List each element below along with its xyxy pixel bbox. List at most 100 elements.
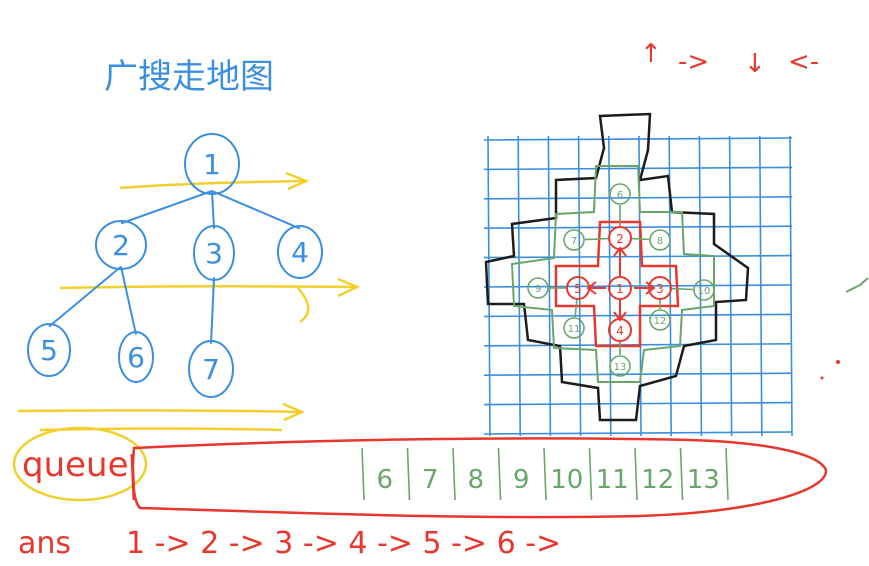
tree-node-label: 1	[203, 148, 221, 181]
tree-edge-1-4	[211, 190, 301, 230]
grid-line-horizontal	[483, 137, 793, 141]
ans-label: ans	[18, 526, 71, 561]
tree-node-label: 6	[127, 341, 145, 374]
tree-node: 6	[118, 331, 154, 383]
tree-edge-2-6	[120, 266, 137, 335]
direction-hint: ↑ -> ↓ <-	[640, 39, 819, 79]
queue-item-separator	[497, 447, 502, 501]
grid-cell-first-layer: 2	[608, 226, 632, 250]
grid-cell-circle	[693, 279, 715, 301]
tree-node-label: 4	[291, 236, 309, 269]
grid-cell-label: 3	[656, 282, 664, 296]
tree-edges	[48, 190, 301, 344]
queue-outline	[131, 437, 828, 519]
queue-item: 11	[596, 465, 629, 495]
grid-line-horizontal	[483, 254, 793, 259]
queue-item: 12	[641, 465, 674, 495]
tree-node: 3	[193, 225, 235, 281]
tree-node-label: 7	[202, 353, 220, 386]
grid-cell-label: 8	[657, 236, 663, 247]
grid-cell-circle	[563, 229, 585, 251]
tree-node: 1	[184, 133, 240, 195]
grid-cell-circle	[609, 183, 631, 205]
grid-cell-second-layer: 8	[649, 229, 671, 251]
tree-edge-1-3	[211, 190, 215, 229]
level-arrow-3-head	[282, 402, 306, 422]
tree-node: 5	[27, 323, 71, 377]
stray-mark-green	[845, 277, 869, 293]
queue-label-circle	[12, 426, 148, 502]
stray-marks	[820, 277, 869, 380]
grid-cell-label: 2	[616, 232, 624, 246]
arrow-left	[586, 281, 606, 295]
grid-cell-label: 6	[617, 190, 623, 201]
tree-level-arrows	[17, 171, 361, 432]
grid-cell-first-layer: 3	[648, 276, 672, 300]
grid-cell-first-layer: 4	[608, 318, 632, 342]
second-layer-arrows	[549, 205, 694, 355]
tree-edge-1-2	[120, 190, 213, 225]
second-layer-region	[510, 165, 715, 383]
queue-item: 9	[513, 465, 530, 495]
grid-line-horizontal	[483, 284, 793, 288]
second-layer-arrow	[631, 237, 650, 241]
first-layer-region	[554, 220, 680, 348]
tree-node-label: 2	[112, 229, 130, 262]
grid-line-vertical	[487, 135, 491, 437]
grid-cell-label: 13	[614, 362, 627, 373]
page-title: 广搜走地图	[104, 57, 274, 97]
queue-item: 10	[550, 465, 583, 495]
level-arrow-1-head	[285, 171, 310, 191]
grid-cell-second-layer: 10	[693, 279, 715, 301]
tree-nodes: 1 2 3 4 5 6 7	[27, 133, 323, 398]
grid-cell-circle	[608, 226, 632, 250]
level-arrow-2	[59, 285, 357, 290]
grid-cell-second-layer: 9	[527, 277, 549, 299]
tree-node: 7	[188, 340, 234, 398]
queue-item-separator	[452, 447, 456, 501]
arrow-down	[613, 300, 627, 322]
queue-item: 6	[376, 465, 393, 495]
queue-item: 8	[467, 465, 484, 495]
arrow-right	[634, 281, 656, 295]
grid-cell-circle	[563, 317, 585, 339]
grid-cell-circle	[608, 276, 632, 300]
tree-node-label: 3	[205, 237, 223, 270]
tree-edge-2-5	[48, 265, 122, 328]
grid-line-vertical	[789, 135, 793, 437]
queue-item-separator	[725, 447, 729, 501]
stray-mark-red-1	[836, 360, 840, 364]
queue-item: 7	[422, 465, 439, 495]
grid-cell-circle	[608, 318, 632, 342]
grid-line-horizontal	[483, 225, 793, 229]
grid-cell-first-layer: 1	[608, 276, 632, 300]
level-arrow-3	[17, 409, 301, 414]
grid-cell-second-layer: 6	[609, 183, 631, 205]
direction-left: <-	[788, 47, 819, 77]
grid-cell-label: 10	[698, 286, 711, 297]
grid-cell-label: 1	[616, 282, 624, 296]
queue-item-separator	[679, 447, 684, 501]
second-layer-arrow	[574, 299, 578, 318]
grid-cell-second-layer: 12	[649, 309, 671, 331]
grid-cell-label: 7	[571, 236, 577, 247]
queue-item-separator	[406, 447, 411, 501]
level-arrow-2-head	[337, 277, 361, 298]
grid-cell-circle	[566, 276, 590, 300]
stray-mark-red-2	[820, 376, 824, 380]
ans-section: ans 1 -> 2 -> 3 -> 4 -> 5 -> 6 ->	[18, 526, 561, 561]
grid-cell-circle	[527, 277, 549, 299]
tree-node-circle	[27, 323, 71, 377]
grid-cell-label: 9	[535, 284, 541, 295]
queue-item-separator	[361, 447, 365, 501]
queue-item-separator	[634, 447, 638, 501]
ans-sequence: 1 -> 2 -> 3 -> 4 -> 5 -> 6 ->	[126, 526, 561, 561]
tree-edge-3-7	[210, 277, 215, 344]
level-arrow-1	[119, 179, 305, 190]
tree-node-circle	[118, 331, 154, 383]
queue-item-separator	[543, 447, 547, 501]
grid-cell-circle	[648, 276, 672, 300]
queue-item: 13	[687, 465, 720, 495]
